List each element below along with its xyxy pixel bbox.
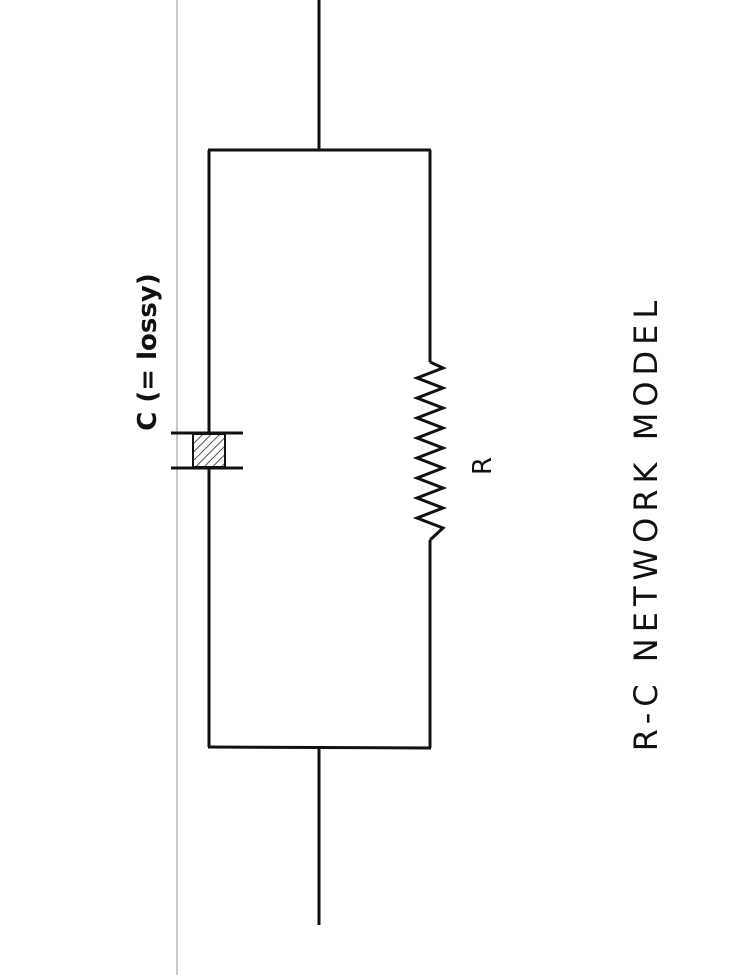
resistor-label: R xyxy=(468,457,498,475)
diagram-title: R-C NETWORK MODEL xyxy=(627,295,665,751)
capacitor-symbol xyxy=(171,431,243,470)
capacitor-label: C (= lossy) xyxy=(133,273,163,430)
resistor-symbol xyxy=(412,360,448,542)
bottom-rail xyxy=(207,745,432,750)
